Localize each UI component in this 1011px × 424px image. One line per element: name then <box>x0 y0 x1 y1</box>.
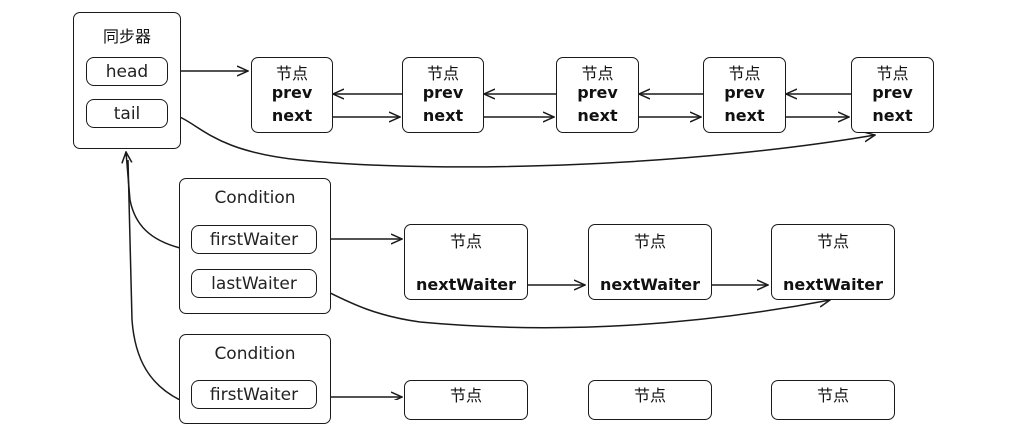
node-title: 节点 <box>449 386 482 405</box>
condition1-node-3: 节点 nextWaiter <box>771 224 895 300</box>
lastwaiter-field: lastWaiter <box>191 269 317 298</box>
sync-node-4: 节点 prev next <box>703 57 786 133</box>
firstwaiter-field: firstWaiter <box>191 225 317 254</box>
node-title: 节点 <box>816 386 849 405</box>
condition1-node-2: 节点 nextWaiter <box>588 224 712 300</box>
node-title: 节点 <box>876 64 909 83</box>
condition1-node-1: 节点 nextWaiter <box>404 224 528 300</box>
condition2-node-3: 节点 <box>771 380 895 420</box>
node-title: 节点 <box>728 64 761 83</box>
node-title: 节点 <box>816 232 849 251</box>
condition1-to-sync-arrow <box>126 152 181 249</box>
node-next: next <box>271 106 313 125</box>
lastwaiter-arrow <box>317 286 830 329</box>
node-next: next <box>577 106 618 125</box>
node-title: 节点 <box>633 386 666 405</box>
node-title: 节点 <box>633 232 666 251</box>
condition2-to-sync-arrow <box>127 159 181 400</box>
node-prev: prev <box>724 83 765 102</box>
condition2-node-1: 节点 <box>404 380 528 420</box>
node-nextwaiter: nextWaiter <box>783 275 883 294</box>
node-prev: prev <box>872 83 913 102</box>
sync-node-2: 节点 prev next <box>402 57 484 133</box>
condition-title: Condition <box>214 188 296 208</box>
sync-node-3: 节点 prev next <box>556 57 639 133</box>
node-title: 节点 <box>449 232 482 251</box>
node-prev: prev <box>422 83 464 102</box>
node-next: next <box>872 106 913 125</box>
sync-node-1: 节点 prev next <box>251 57 333 133</box>
node-nextwaiter: nextWaiter <box>600 275 700 294</box>
node-nextwaiter: nextWaiter <box>416 275 516 294</box>
sync-title: 同步器 <box>102 27 151 46</box>
node-title: 节点 <box>275 64 308 83</box>
condition-title: Condition <box>214 344 296 364</box>
condition-container-2: Condition <box>179 334 331 424</box>
node-prev: prev <box>271 83 313 102</box>
condition2-node-2: 节点 <box>588 380 712 420</box>
firstwaiter-field: firstWaiter <box>191 380 317 409</box>
head-field: head <box>86 57 168 86</box>
node-prev: prev <box>577 83 618 102</box>
node-title: 节点 <box>581 64 614 83</box>
sync-node-5: 节点 prev next <box>851 57 934 133</box>
tail-field: tail <box>86 99 168 128</box>
node-title: 节点 <box>426 64 459 83</box>
tail-arrow <box>167 112 875 168</box>
node-next: next <box>422 106 464 125</box>
node-next: next <box>724 106 765 125</box>
